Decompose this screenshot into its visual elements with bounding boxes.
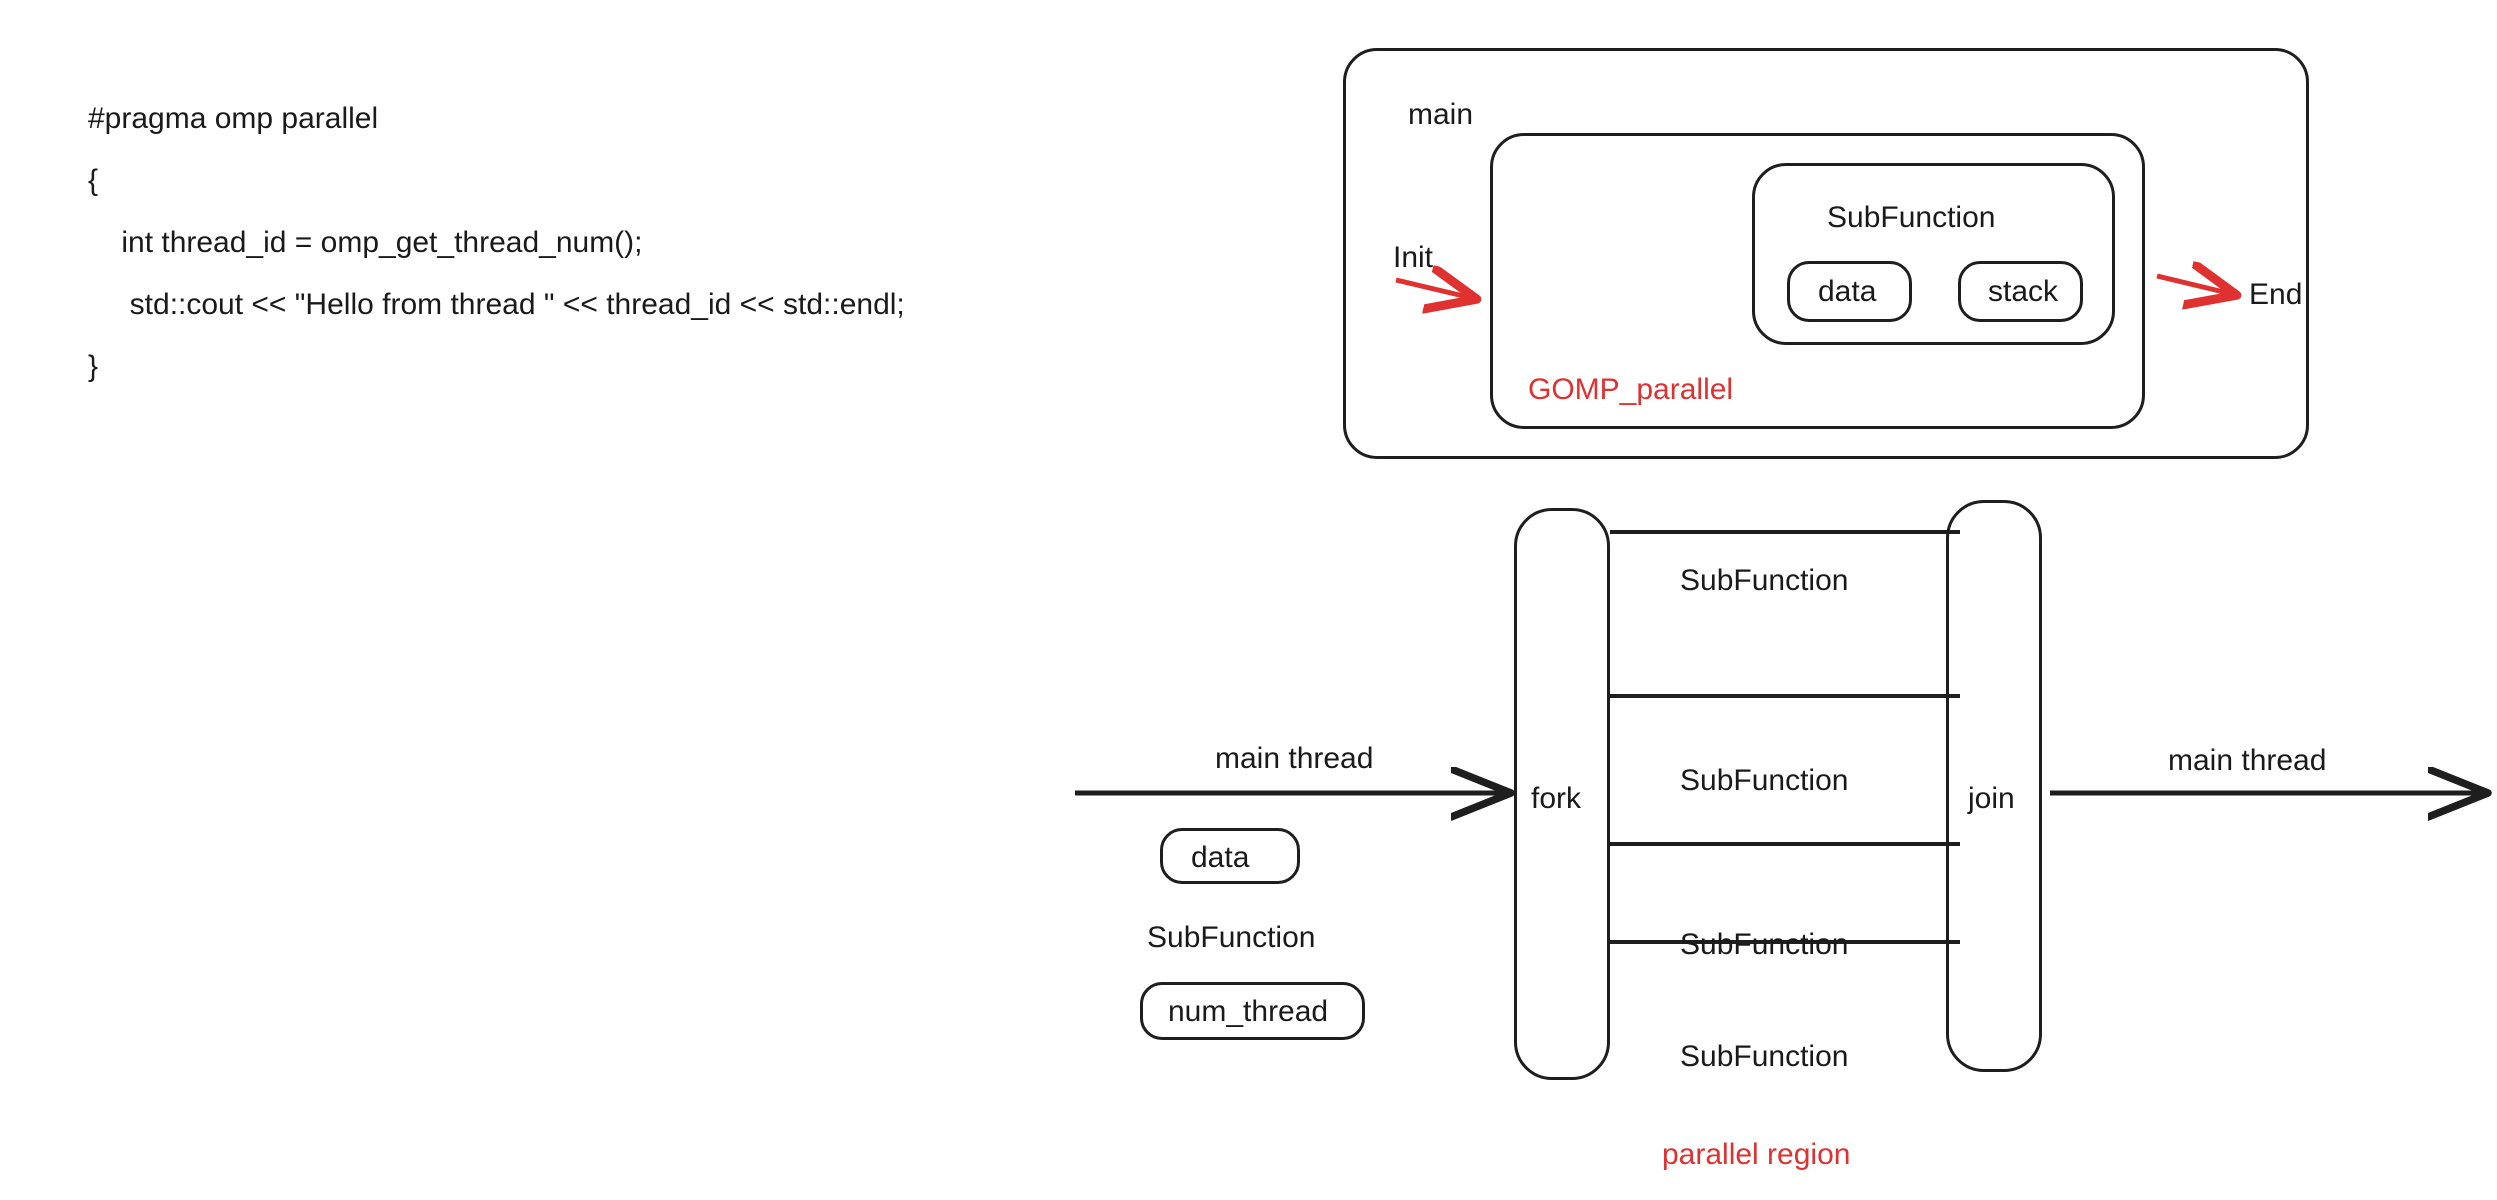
thread-label-2: SubFunction xyxy=(1680,764,1849,797)
code-line-5: } xyxy=(88,350,99,383)
code-line-4: std::cout << "Hello from thread " << thr… xyxy=(88,288,905,321)
gomp-parallel-box xyxy=(1490,133,2145,429)
main-thread-in-label: main thread xyxy=(1215,742,1374,775)
data-box-fork-label: data xyxy=(1191,841,1250,874)
gomp-parallel-label: GOMP_parallel xyxy=(1528,373,1734,406)
thread-divider-3 xyxy=(1610,842,1960,846)
parallel-region-label: parallel region xyxy=(1662,1138,1851,1171)
code-snippet: #pragma omp parallel { int thread_id = o… xyxy=(88,88,1268,398)
num-thread-box-label: num_thread xyxy=(1168,995,1329,1028)
subfunction-scope-label: SubFunction xyxy=(1827,201,1996,234)
fork-label: fork xyxy=(1531,782,1582,815)
num-thread-box xyxy=(1140,982,1365,1040)
data-box-memory xyxy=(1787,261,1912,322)
stack-box-memory-label: stack xyxy=(1988,275,2059,308)
code-line-3: int thread_id = omp_get_thread_num(); xyxy=(88,226,643,259)
fork-box xyxy=(1514,508,1610,1080)
data-box-fork xyxy=(1160,828,1300,884)
main-thread-out-label: main thread xyxy=(2168,744,2327,777)
thread-label-3: SubFunction xyxy=(1680,928,1849,961)
main-scope-label: main xyxy=(1408,98,1474,131)
end-label: End xyxy=(2249,278,2303,311)
subfunction-scope-box xyxy=(1752,163,2115,345)
thread-divider-2 xyxy=(1610,694,1960,698)
code-line-2: { xyxy=(88,164,99,197)
data-box-memory-label: data xyxy=(1818,275,1877,308)
code-line-1: #pragma omp parallel xyxy=(88,102,379,135)
thread-label-1: SubFunction xyxy=(1680,564,1849,597)
thread-divider-1 xyxy=(1610,530,1960,534)
thread-label-4: SubFunction xyxy=(1680,1040,1849,1073)
init-label: Init xyxy=(1393,241,1434,274)
subfunction-caption: SubFunction xyxy=(1147,921,1316,954)
join-box xyxy=(1946,500,2042,1072)
stack-box-memory xyxy=(1958,261,2083,322)
join-label: join xyxy=(1968,782,2015,815)
thread-divider-4 xyxy=(1610,940,1960,944)
main-scope-box xyxy=(1343,48,2309,459)
